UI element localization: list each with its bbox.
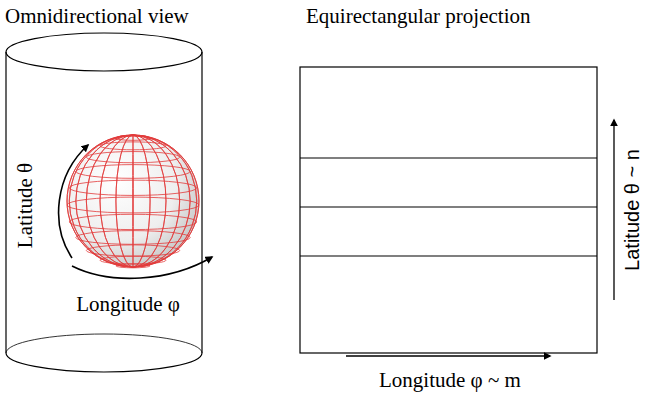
longitude-axis-arrow (346, 355, 550, 356)
latitude-arrow (59, 145, 88, 258)
sphere-grid (67, 135, 199, 268)
cylinder (6, 33, 202, 372)
axis-label: Longitude φ (76, 294, 180, 315)
latitude-axis-arrow (613, 120, 614, 300)
axis-label: Longitude φ ~ m (379, 370, 521, 391)
axis-label: Latitude θ (16, 162, 37, 247)
longitude-arrow (72, 257, 212, 278)
panel-title: Omnidirectional view (5, 6, 189, 27)
panel-title: Equirectangular projection (306, 6, 531, 27)
projection-grid (300, 67, 597, 353)
axis-label: Latitude θ ~ n (622, 149, 642, 271)
